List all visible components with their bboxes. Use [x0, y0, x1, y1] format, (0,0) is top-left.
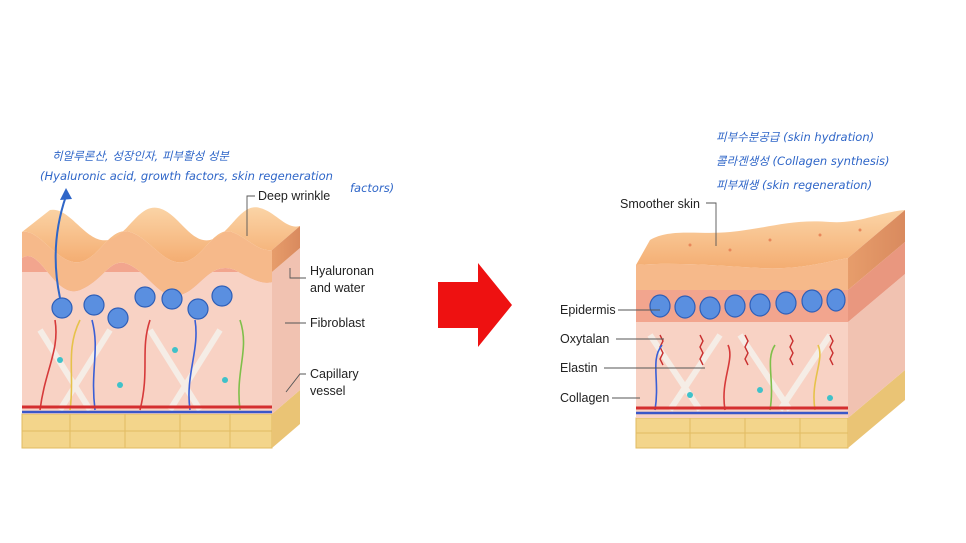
- left-annotation-line1: 히알루론산, 성장인자, 피부활성 성분: [52, 149, 230, 163]
- label-elastin: Elastin: [560, 361, 598, 375]
- label-epidermis: Epidermis: [560, 303, 616, 317]
- transition-arrow-icon: [438, 263, 512, 347]
- epidermis-cell: [649, 294, 671, 318]
- epidermis-wrinkled: [22, 231, 272, 296]
- skin-surface-wrinkled: [22, 207, 300, 263]
- label-vessel: vessel: [310, 384, 345, 398]
- hyaluronic-cell: [51, 297, 73, 319]
- label-hyaluronan: Hyaluronan: [310, 264, 374, 278]
- injection-arrow: [54, 195, 67, 299]
- epidermis-smooth: [636, 258, 848, 290]
- right-annotation-line1: 피부수분공급 (skin hydration): [716, 130, 874, 144]
- left-annotation-line3: factors): [350, 181, 394, 195]
- label-capillary: Capillary: [310, 367, 359, 381]
- label-deep-wrinkle: Deep wrinkle: [258, 189, 330, 203]
- label-fibroblast: Fibroblast: [310, 316, 365, 330]
- right-annotation-line2: 콜라겐생성 (Collagen synthesis): [716, 154, 890, 168]
- label-oxytalan: Oxytalan: [560, 332, 609, 346]
- label-and-water: and water: [310, 281, 365, 295]
- epidermis-side: [272, 226, 300, 272]
- fat-layer-side: [272, 390, 300, 448]
- smooth-skin-block: [604, 202, 905, 449]
- label-smoother-skin: Smoother skin: [620, 197, 700, 211]
- right-annotation-line3: 피부재생 (skin regeneration): [716, 178, 872, 192]
- label-collagen: Collagen: [560, 391, 609, 405]
- aged-skin-block: [21, 188, 306, 449]
- left-annotation-line2: (Hyaluronic acid, growth factors, skin r…: [40, 169, 333, 183]
- dermis-side: [272, 248, 300, 414]
